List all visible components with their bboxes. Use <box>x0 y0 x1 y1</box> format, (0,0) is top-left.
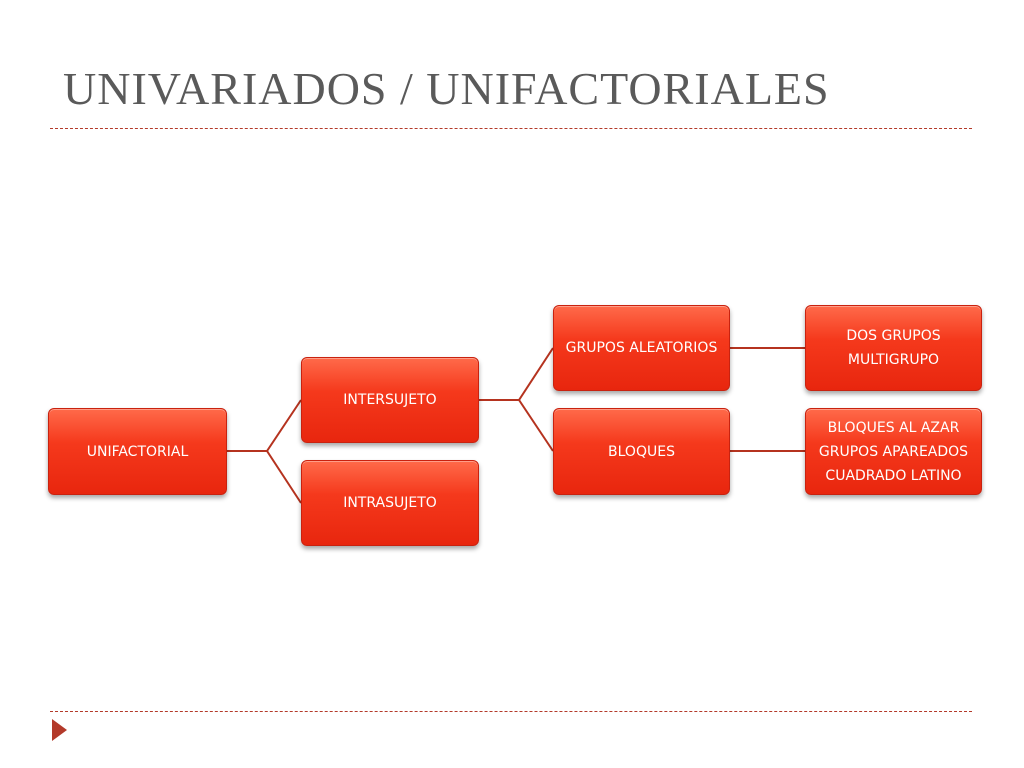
node-intersujeto-label: INTERSUJETO <box>343 392 437 408</box>
play-icon <box>52 719 67 741</box>
node-intrasujeto-label: INTRASUJETO <box>343 495 437 511</box>
node-detail-line-bloques-al-azar: BLOQUES AL AZAR <box>827 419 960 436</box>
footer-divider <box>50 711 972 712</box>
node-intersujeto: INTERSUJETO <box>301 357 479 443</box>
connector-intersujeto-grupos <box>479 347 554 401</box>
title-divider <box>50 128 972 129</box>
node-detail-line-cuadrado-latino: CUADRADO LATINO <box>825 467 962 484</box>
node-grupos-aleatorios-label: GRUPOS ALEATORIOS <box>565 340 718 356</box>
node-bloques-detail: BLOQUES AL AZAR GRUPOS APAREADOS CUADRAD… <box>805 408 982 495</box>
node-bloques-label: BLOQUES <box>608 443 675 460</box>
connector-unifactorial-intersujeto <box>227 399 302 452</box>
node-detail-line-grupos-apareados: GRUPOS APAREADOS <box>818 443 969 460</box>
node-unifactorial: UNIFACTORIAL <box>48 408 227 495</box>
node-bloques: BLOQUES <box>553 408 730 495</box>
node-grupos-aleatorios-detail: DOS GRUPOS MULTIGRUPO <box>805 305 982 391</box>
node-detail-line-multigrupo: MULTIGRUPO <box>847 352 940 368</box>
connector-unifactorial-intrasujeto <box>227 450 302 504</box>
node-grupos-aleatorios: GRUPOS ALEATORIOS <box>553 305 730 391</box>
node-intrasujeto: INTRASUJETO <box>301 460 479 546</box>
node-detail-line-dos-grupos: DOS GRUPOS <box>846 328 941 344</box>
connector-intersujeto-bloques <box>479 399 554 452</box>
node-unifactorial-label: UNIFACTORIAL <box>86 443 189 460</box>
slide-title: UNIVARIADOS / UNIFACTORIALES <box>63 63 830 114</box>
